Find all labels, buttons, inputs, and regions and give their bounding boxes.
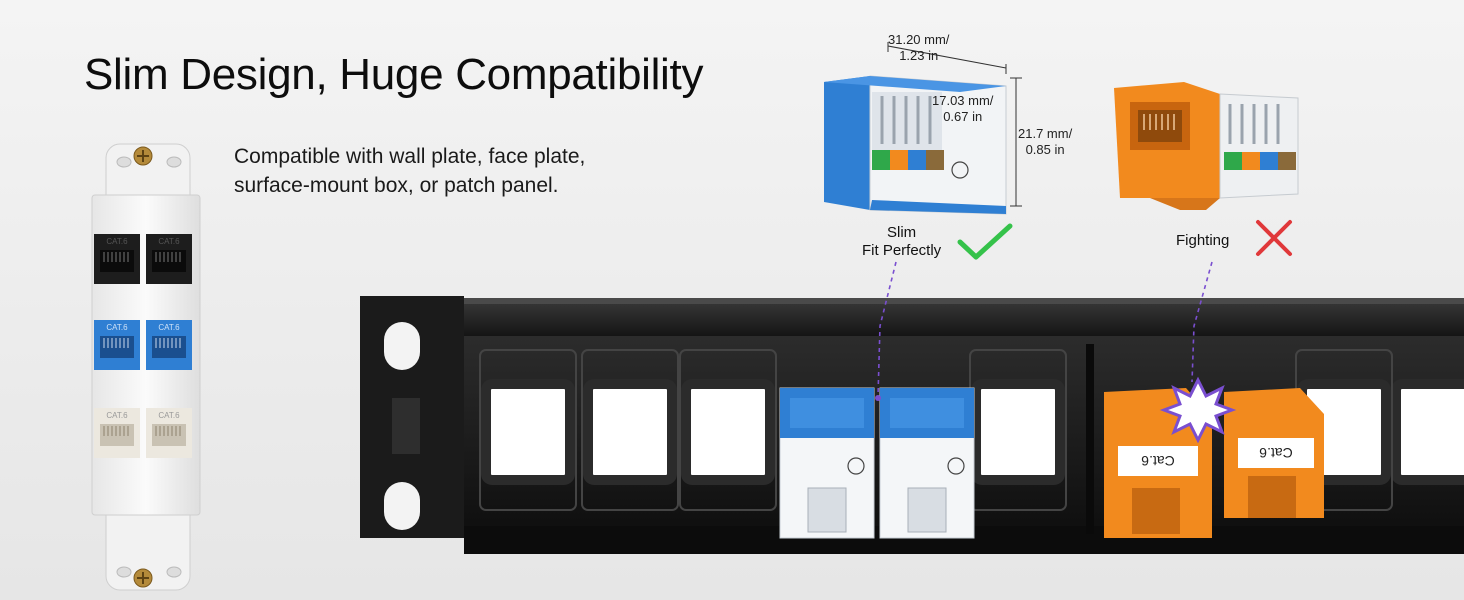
installed-jack-blue-2 [879, 387, 975, 539]
svg-text:CAT.6: CAT.6 [106, 323, 128, 332]
svg-text:CAT.6: CAT.6 [106, 411, 128, 420]
wallplate-jack-black-left: CAT.6 [94, 234, 140, 284]
check-mark-icon [957, 223, 1013, 260]
starburst-icon [1159, 376, 1237, 444]
wall-plate: CAT.6 CAT.6 CAT.6 CAT.6 CAT.6 CAT.6 [91, 143, 201, 591]
svg-text:CAT.6: CAT.6 [158, 411, 180, 420]
slim-pointer-line [877, 261, 897, 397]
fighting-caption: Fighting [1176, 232, 1230, 249]
slim-jack-diagram [824, 42, 1022, 215]
wallplate-jack-blue-right: CAT.6 [146, 320, 192, 370]
installed-jack-blue-1 [779, 387, 875, 539]
rack-hole-bottom [384, 482, 420, 530]
dimension-depth-line-2: 0.67 in [943, 109, 983, 124]
dimension-height: 21.7 mm/ 0.85 in [1018, 126, 1072, 158]
svg-text:CAT.6: CAT.6 [106, 237, 128, 246]
dimension-height-line-1: 21.7 mm/ [1018, 126, 1073, 141]
cross-mark-icon [1256, 220, 1292, 256]
installed-jack-orange-2: Cat.6 [1224, 388, 1324, 518]
dimension-height-line-2: 0.85 in [1025, 142, 1065, 157]
wallplate-jack-black-right: CAT.6 [146, 234, 192, 284]
dimension-depth-line-1: 17.03 mm/ [932, 93, 994, 108]
wallplate-jack-ivory-right: CAT.6 [146, 408, 192, 458]
dimension-width-line-1: 31.20 mm/ [888, 32, 950, 47]
slim-caption-line-1: Slim [887, 224, 917, 241]
bulky-jack-diagram [1114, 82, 1299, 210]
slim-caption: Slim Fit Perfectly [862, 224, 941, 260]
dimension-width: 31.20 mm/ 1.23 in [888, 32, 949, 64]
fighting-pointer-line [1191, 261, 1213, 383]
wallplate-jack-blue-left: CAT.6 [94, 320, 140, 370]
subtitle: Compatible with wall plate, face plate, … [234, 142, 585, 200]
empty-keystone-slots [481, 379, 1464, 485]
wallplate-jack-ivory-left: CAT.6 [94, 408, 140, 458]
svg-text:CAT.6: CAT.6 [158, 237, 180, 246]
pointer-lines [875, 261, 1213, 401]
svg-text:CAT.6: CAT.6 [158, 323, 180, 332]
dimension-depth: 17.03 mm/ 0.67 in [932, 93, 993, 125]
slim-caption-line-2: Fit Perfectly [862, 242, 942, 259]
patch-panel: Cat.6 Cat.6 [360, 296, 1464, 554]
dimension-width-line-2: 1.23 in [899, 48, 939, 63]
subtitle-line-1: Compatible with wall plate, face plate, [234, 145, 586, 168]
svg-text:Cat.6: Cat.6 [1141, 453, 1175, 469]
headline: Slim Design, Huge Compatibility [84, 50, 704, 99]
svg-text:Cat.6: Cat.6 [1259, 445, 1293, 461]
rack-hole-top [384, 322, 420, 370]
subtitle-line-2: surface-mount box, or patch panel. [234, 174, 559, 197]
